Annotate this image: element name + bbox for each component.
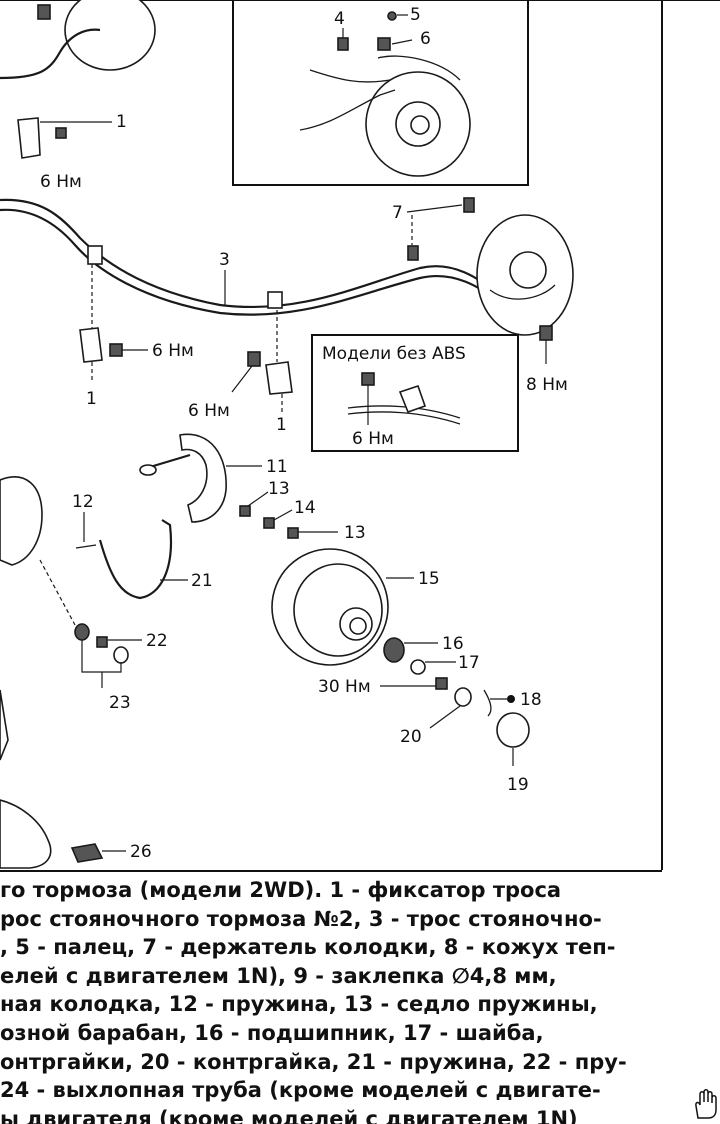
label-1-left: 1 [86,389,97,409]
caption-line: рос стояночного тормоза №2, 3 - трос сто… [0,906,602,931]
part-1-right-bracket: 6 Нм 1 [188,310,293,435]
caption-line: ная колодка, 12 - пружина, 13 - седло пр… [0,992,598,1017]
parking-brake-cable-3: 3 [0,198,501,316]
caption-line: , 5 - палец, 7 - держатель колодки, 8 - … [0,935,616,960]
abs-inset-torque: 6 Нм [352,429,394,449]
backing-plate-assembly: 7 8 Нм [392,197,574,395]
label-15: 15 [418,569,440,589]
label-17: 17 [458,653,480,673]
label-1-top-torque: 6 Нм [40,172,82,192]
label-11: 11 [266,457,288,477]
label-5: 5 [410,5,421,25]
label-22: 22 [146,631,168,651]
label-20: 20 [400,727,422,747]
top-left-cable-assembly [0,0,156,80]
caption-line: го тормоза (модели 2WD). 1 - фиксатор тр… [0,878,562,902]
label-14: 14 [294,498,316,518]
abs-inset-box: Модели без ABS 6 Нм [311,334,519,452]
part-15-brake-drum: 15 [271,548,440,666]
label-30-torque: 30 Нм [318,677,371,697]
label-12: 12 [72,492,94,512]
part-11-brake-shoe: 11 [139,433,288,523]
figure-caption: го тормоза (модели 2WD). 1 - фиксатор тр… [0,876,672,1124]
abs-inset-title: Модели без ABS [322,344,466,364]
part-1-left-bracket: 6 Нм 1 [79,264,194,409]
caption-line: 24 - выхлопная труба (кроме моделей с дв… [0,1078,601,1103]
label-8-torque: 8 Нм [526,375,568,395]
label-1-top: 1 [116,112,127,132]
label-4: 4 [334,9,345,29]
caption-line: ы двигателя (кроме моделей с двигателем … [0,1106,578,1124]
label-1-left-torque: 6 Нм [152,341,194,361]
caption-line: онтргайки, 20 - контргайка, 21 - пружина… [0,1049,627,1074]
part-26-and-underbody: 26 [0,689,152,869]
label-18: 18 [520,690,542,710]
label-13-lower: 13 [344,523,366,543]
top-inset-box: 4 5 6 [232,0,529,186]
label-21: 21 [191,571,213,591]
label-1-right: 1 [276,415,287,435]
caption-line: елей с двигателем 1N), 9 - заклепка ∅4,8… [0,963,557,988]
label-7: 7 [392,203,403,223]
caption-line: озной барабан, 16 - подшипник, 17 - шайб… [0,1020,544,1045]
parts-13-14-spring-seats: 13 14 13 [239,479,366,543]
part-12-pin-and-21-spring: 12 21 [72,492,213,600]
label-16: 16 [442,634,464,654]
label-26: 26 [130,842,152,862]
label-3: 3 [219,250,230,270]
hand-icon[interactable] [690,1088,720,1120]
parts-19-20: 20 19 [400,687,530,795]
parts-22-23: 22 23 [39,559,168,713]
label-23: 23 [109,693,131,713]
left-brake-shoe [0,476,43,566]
label-13-upper: 13 [268,479,290,499]
label-1-right-torque: 6 Нм [188,401,230,421]
label-6: 6 [420,29,431,49]
label-19: 19 [507,775,529,795]
hub-bearing-parts: 16 17 30 Нм 18 [318,634,542,717]
part-1-top-bracket: 1 6 Нм [17,112,127,192]
